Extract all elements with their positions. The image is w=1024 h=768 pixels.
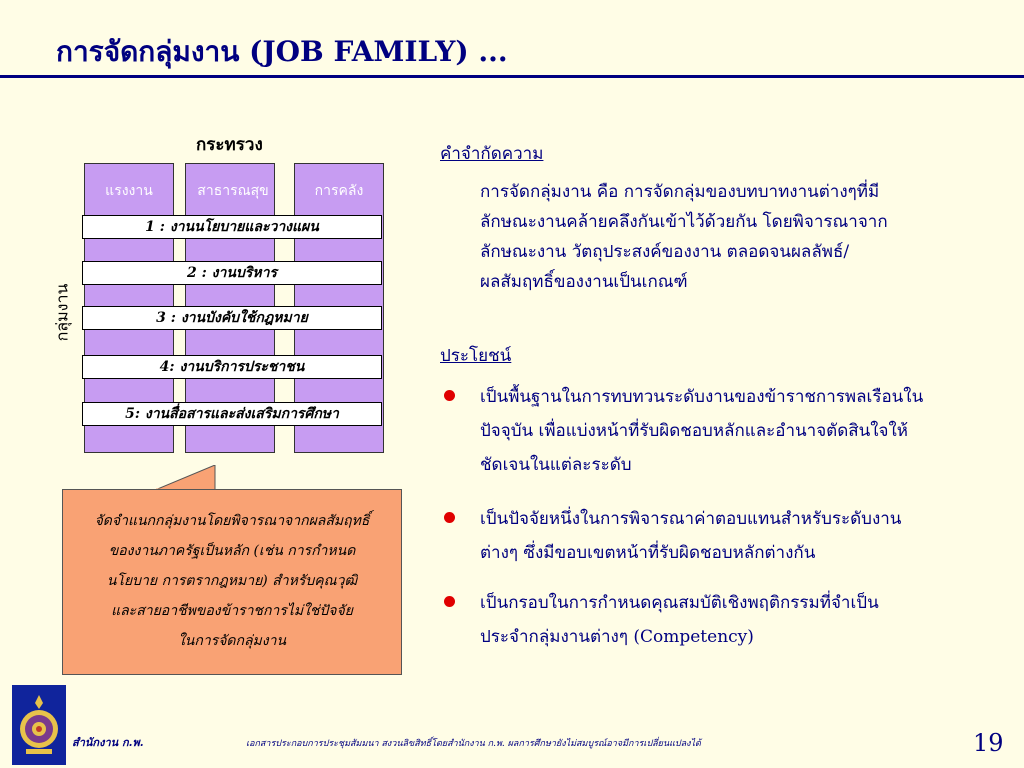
callout-line: จัดจำแนกกลุ่มงานโดยพิจารณาจากผลสัมฤทธิ์	[94, 513, 370, 529]
bullet-icon	[444, 596, 455, 607]
callout-line: ของงานภาครัฐเป็นหลัก (เช่น การกำหนด	[108, 543, 356, 559]
callout-line: และสายอาชีพของข้าราชการไม่ใช่ปัจจัย	[111, 603, 353, 619]
ministry-heading: กระทรวง	[196, 135, 263, 155]
bullet-icon	[444, 512, 455, 523]
callout-line: นโยบาย การตรากฎหมาย) สำหรับคุณวุฒิ	[106, 573, 358, 589]
job-group-bar: 2 : งานบริหาร	[82, 261, 382, 285]
column-label-labor: แรงงาน	[105, 183, 153, 199]
definition-text: การจัดกลุ่มงาน คือ การจัดกลุ่มของบทบาทงา…	[480, 177, 1000, 297]
column-label-health: สาธารณสุข	[197, 183, 269, 199]
emblem-icon	[20, 695, 58, 754]
job-group-bar: 4: งานบริการประชาชน	[82, 355, 382, 379]
callout-note: จัดจำแนกกลุ่มงานโดยพิจารณาจากผลสัมฤทธิ์ …	[62, 489, 402, 675]
benefit-line: ต่างๆ ซึ่งมีขอบเขตหน้าที่รับผิดชอบหลักต่…	[480, 543, 816, 563]
definition-line: ผลสัมฤทธิ์ของงานเป็นเกณฑ์	[480, 272, 688, 292]
job-group-bar: 1 : งานนโยบายและวางแผน	[82, 215, 382, 239]
definition-heading: คำจำกัดความ	[440, 144, 544, 164]
benefits-heading: ประโยชน์	[440, 346, 512, 366]
benefit-line: ประจำกลุ่มงานต่างๆ (Competency)	[480, 627, 754, 647]
column-label-finance: การคลัง	[314, 183, 364, 199]
benefit-line: ปัจจุบัน เพื่อแบ่งหน้าที่รับผิดชอบหลักแล…	[480, 421, 908, 441]
ocsc-logo	[12, 685, 66, 765]
bullet-icon	[444, 390, 455, 401]
benefit-line: เป็นพื้นฐานในการทบทวนระดับงานของข้าราชกา…	[480, 387, 924, 407]
footer-disclaimer: เอกสารประกอบการประชุมสัมมนา สงวนลิขสิทธิ…	[246, 739, 701, 749]
slide-title: การจัดกลุ่มงาน (JOB FAMILY) ...	[56, 35, 508, 68]
job-group-bar: 5: งานสื่อสารและส่งเสริมการศึกษา	[82, 402, 382, 426]
page-number: 19	[973, 729, 1004, 757]
job-group-bar: 3 : งานบังคับใช้กฎหมาย	[82, 306, 382, 330]
definition-line: การจัดกลุ่มงาน คือ การจัดกลุ่มของบทบาทงา…	[480, 182, 880, 202]
definition-line: ลักษณะงาน วัตถุประสงค์ของงาน ตลอดจนผลลัพ…	[480, 242, 850, 262]
benefit-line: ชัดเจนในแต่ละระดับ	[480, 455, 632, 475]
job-group-axis-label: กลุ่มงาน	[52, 283, 72, 342]
callout-line: ในการจัดกลุ่มงาน	[177, 633, 287, 649]
benefit-line: เป็นปัจจัยหนึ่งในการพิจารณาค่าตอบแทนสำหร…	[480, 509, 902, 529]
definition-line: ลักษณะงานคล้ายคลึงกันเข้าไว้ด้วยกัน โดยพ…	[480, 212, 888, 232]
office-name: สำนักงาน ก.พ.	[72, 736, 144, 749]
title-divider	[0, 75, 1024, 78]
benefit-line: เป็นกรอบในการกำหนดคุณสมบัติเชิงพฤติกรรมท…	[480, 593, 879, 613]
